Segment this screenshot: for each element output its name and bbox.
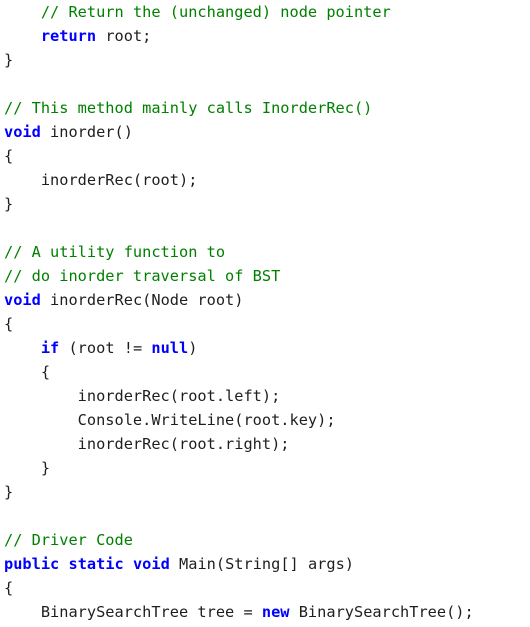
code-token: }	[4, 459, 51, 477]
keyword-token: return	[40, 27, 97, 45]
code-line: void inorderRec(Node root)	[4, 288, 474, 312]
code-line: public static void Main(String[] args)	[4, 552, 474, 576]
code-token: inorderRec(Node root)	[40, 291, 244, 309]
code-line: // Return the (unchanged) node pointer	[4, 0, 474, 24]
code-line: Console.WriteLine(root.key);	[4, 408, 474, 432]
code-line: {	[4, 360, 474, 384]
code-line: inorderRec(root);	[4, 168, 474, 192]
code-line: }	[4, 456, 474, 480]
code-block: // Return the (unchanged) node pointer r…	[4, 0, 474, 624]
comment-token: // do inorder traversal of BST	[4, 267, 281, 285]
keyword-token: public	[4, 555, 60, 573]
code-token	[4, 27, 41, 45]
code-token: Main(String[] args)	[169, 555, 355, 573]
code-token: {	[4, 363, 51, 381]
code-line: // do inorder traversal of BST	[4, 264, 474, 288]
comment-token: // Driver Code	[4, 531, 133, 549]
code-line: }	[4, 192, 474, 216]
code-token: BinarySearchTree tree =	[4, 603, 262, 621]
code-token	[124, 555, 133, 573]
blank-line	[4, 72, 474, 96]
code-line: inorderRec(root.left);	[4, 384, 474, 408]
code-line: if (root != null)	[4, 336, 474, 360]
code-line: return root;	[4, 24, 474, 48]
code-token: }	[4, 51, 14, 69]
keyword-token: if	[40, 339, 60, 357]
keyword-token: static	[68, 555, 124, 573]
code-token	[4, 339, 41, 357]
code-token: {	[4, 315, 14, 333]
code-token: BinarySearchTree();	[289, 603, 474, 621]
comment-token: // This method mainly calls InorderRec()	[4, 99, 373, 117]
code-line: {	[4, 144, 474, 168]
blank-line	[4, 504, 474, 528]
code-token	[4, 3, 41, 21]
code-token: inorderRec(root);	[4, 171, 198, 189]
code-token: {	[4, 579, 14, 597]
code-line: inorderRec(root.right);	[4, 432, 474, 456]
code-line: }	[4, 480, 474, 504]
keyword-token: void	[4, 291, 41, 309]
code-token: }	[4, 483, 14, 501]
code-line: {	[4, 576, 474, 600]
comment-token: // Return the (unchanged) node pointer	[40, 3, 391, 21]
blank-line	[4, 216, 474, 240]
code-token: (root !=	[59, 339, 152, 357]
code-line: BinarySearchTree tree = new BinarySearch…	[4, 600, 474, 624]
code-line: // This method mainly calls InorderRec()	[4, 96, 474, 120]
code-token: }	[4, 195, 14, 213]
code-line: {	[4, 312, 474, 336]
code-token: {	[4, 147, 14, 165]
code-token: Console.WriteLine(root.key);	[4, 411, 336, 429]
code-token: root;	[96, 27, 152, 45]
keyword-token: null	[151, 339, 189, 357]
code-line: }	[4, 48, 474, 72]
code-token: )	[188, 339, 198, 357]
code-line: void inorder()	[4, 120, 474, 144]
code-token: inorderRec(root.right);	[4, 435, 290, 453]
keyword-token: void	[4, 123, 41, 141]
keyword-token: void	[132, 555, 170, 573]
code-line: // A utility function to	[4, 240, 474, 264]
keyword-token: new	[261, 603, 290, 621]
code-token: inorder()	[40, 123, 133, 141]
comment-token: // A utility function to	[4, 243, 226, 261]
code-token: inorderRec(root.left);	[4, 387, 281, 405]
code-line: // Driver Code	[4, 528, 474, 552]
